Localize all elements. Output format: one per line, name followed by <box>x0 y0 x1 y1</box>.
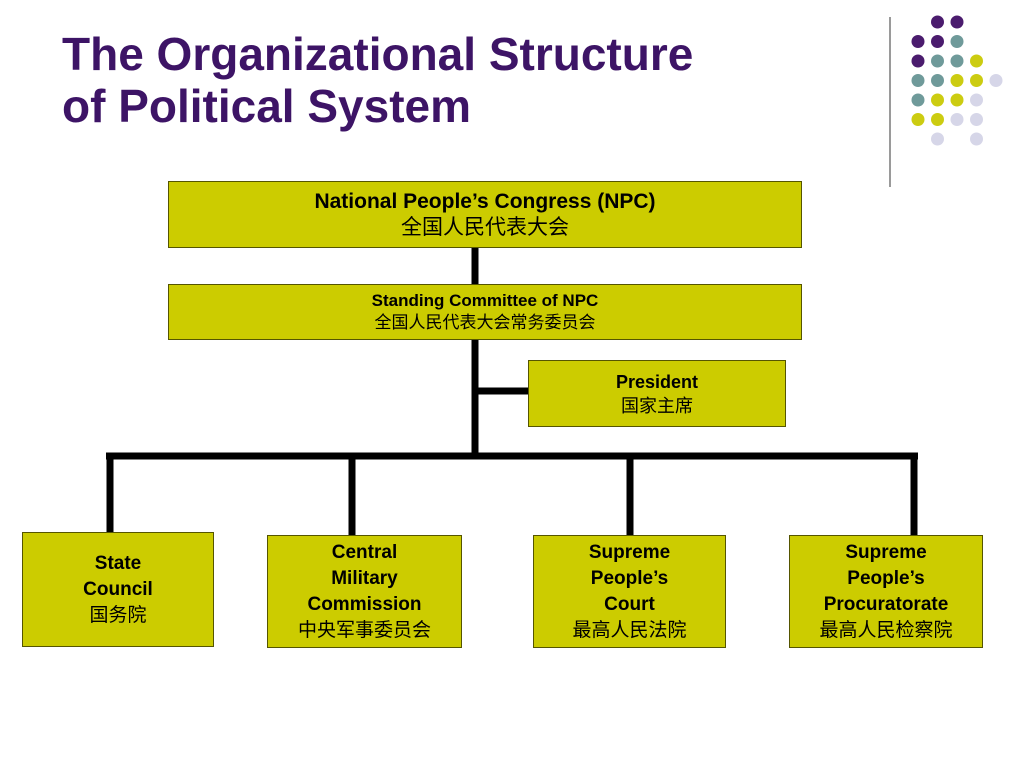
state-council-label-en-2: Council <box>83 578 153 600</box>
military-commission-label-en-3: Commission <box>307 593 422 615</box>
slide-title: The Organizational Structure of Politica… <box>62 28 862 132</box>
military-commission-box: Central Military Commission 中央军事委员会 <box>267 535 462 648</box>
military-commission-label-zh: 中央军事委员会 <box>297 619 431 641</box>
procuratorate-box: Supreme People’s Procuratorate 最高人民检察院 <box>789 535 983 648</box>
title-divider <box>889 17 891 187</box>
procuratorate-label-en-3: Procuratorate <box>823 593 949 615</box>
president-label-zh: 国家主席 <box>621 395 693 416</box>
procuratorate-label-zh: 最高人民检察院 <box>819 619 953 641</box>
supreme-court-label-zh: 最高人民法院 <box>572 619 687 641</box>
standing-committee-label-en: Standing Committee of NPC <box>371 291 599 310</box>
npc-box: National People’s Congress (NPC) 全国人民代表大… <box>168 181 802 248</box>
npc-label-zh: 全国人民代表大会 <box>401 215 569 239</box>
procuratorate-label-en-2: People’s <box>847 567 925 589</box>
state-council-label-zh: 国务院 <box>89 604 147 626</box>
president-label-en: President <box>615 371 699 392</box>
state-council-label-en-1: State <box>94 552 142 574</box>
procuratorate-label-en-1: Supreme <box>845 541 927 563</box>
military-commission-label-en-1: Central <box>331 541 398 563</box>
npc-label-en: National People’s Congress (NPC) <box>314 189 656 213</box>
supreme-court-label-en-2: People’s <box>590 567 669 589</box>
standing-committee-box: Standing Committee of NPC 全国人民代表大会常务委员会 <box>168 284 802 340</box>
state-council-box: State Council 国务院 <box>22 532 214 647</box>
president-box: President 国家主席 <box>528 360 786 427</box>
title-line-1: The Organizational Structure <box>62 28 694 80</box>
supreme-court-label-en-3: Court <box>604 593 655 615</box>
title-line-2: of Political System <box>62 80 472 132</box>
supreme-court-box: Supreme People’s Court 最高人民法院 <box>533 535 726 648</box>
supreme-court-label-en-1: Supreme <box>588 541 671 563</box>
military-commission-label-en-2: Military <box>331 567 398 589</box>
standing-committee-label-zh: 全国人民代表大会常务委员会 <box>374 313 596 332</box>
